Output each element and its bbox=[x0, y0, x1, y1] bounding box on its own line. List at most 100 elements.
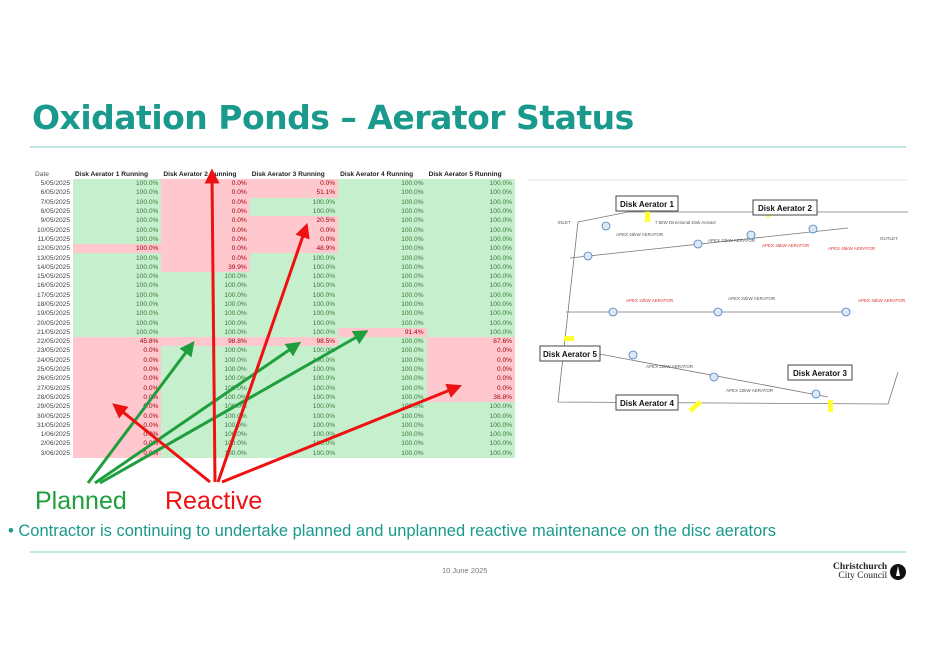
apex-label: APEX 22kW AERATOR bbox=[728, 296, 776, 301]
column-header: Disk Aerator 1 Running bbox=[75, 171, 149, 178]
status-cell: 100.0% bbox=[426, 253, 515, 263]
reactive-arrow bbox=[221, 383, 462, 484]
pond-site-map: INLET OUTLET 7.5kW Directional Disk Aera… bbox=[528, 179, 908, 413]
status-cell: 0.0% bbox=[161, 179, 250, 189]
bullet-point: • Contractor is continuing to undertake … bbox=[8, 522, 777, 540]
date-cell: 16/05/2025 bbox=[33, 281, 73, 291]
status-cell: 45.8% bbox=[73, 337, 162, 347]
apex-label: APEX 22kW AERATOR bbox=[708, 238, 756, 243]
status-cell: 100.0% bbox=[249, 290, 339, 300]
status-cell: 100.0% bbox=[249, 402, 339, 412]
status-cell: 100.0% bbox=[249, 318, 339, 328]
status-cell: 100.0% bbox=[426, 402, 515, 412]
status-cell: 100.0% bbox=[426, 271, 515, 282]
date-cell: 1/06/2025 bbox=[33, 430, 73, 440]
planned-arrow bbox=[86, 341, 195, 484]
status-cell: 36.8% bbox=[426, 392, 515, 403]
status-cell: 0.0% bbox=[161, 188, 250, 198]
status-cell: 100.0% bbox=[161, 281, 250, 291]
date-cell: 15/05/2025 bbox=[33, 271, 73, 282]
apex-label: APEX 45kW AERATOR bbox=[828, 246, 876, 251]
title-divider bbox=[30, 146, 906, 148]
status-cell: 0.0% bbox=[426, 346, 515, 356]
apex-label: APEX 45kW AERATOR bbox=[858, 298, 906, 303]
status-cell: 100.0% bbox=[161, 299, 250, 310]
status-cell: 100.0% bbox=[249, 364, 339, 375]
status-cell: 100.0% bbox=[73, 188, 162, 198]
status-cell: 100.0% bbox=[73, 253, 162, 263]
status-cell: 100.0% bbox=[338, 234, 427, 245]
status-cell: 0.0% bbox=[73, 374, 162, 384]
apex-label: APEX 22kW AERATOR bbox=[726, 388, 774, 393]
status-cell: 100.0% bbox=[426, 197, 515, 207]
status-cell: 0.0% bbox=[249, 225, 339, 235]
status-cell: 100.0% bbox=[249, 309, 339, 319]
planned-arrow bbox=[94, 341, 302, 485]
status-cell: 100.0% bbox=[338, 244, 427, 254]
status-cell: 100.0% bbox=[426, 327, 515, 338]
status-cell: 100.0% bbox=[73, 299, 162, 310]
status-cell: 0.0% bbox=[161, 234, 250, 245]
status-cell: 0.0% bbox=[426, 383, 515, 393]
bullet-text: Contractor is continuing to undertake pl… bbox=[18, 522, 777, 540]
status-cell: 100.0% bbox=[426, 244, 515, 254]
status-cell: 100.0% bbox=[426, 216, 515, 226]
status-cell: 100.0% bbox=[249, 392, 339, 403]
date-cell: 12/05/2025 bbox=[33, 244, 73, 254]
date-cell: 30/05/2025 bbox=[33, 411, 73, 421]
status-cell: 0.0% bbox=[426, 374, 515, 384]
status-cell: 100.0% bbox=[249, 281, 339, 291]
status-cell: 100.0% bbox=[426, 448, 515, 458]
column-header: Disk Aerator 4 Running bbox=[340, 171, 414, 178]
status-cell: 0.0% bbox=[73, 364, 162, 375]
status-cell: 100.0% bbox=[73, 216, 162, 226]
status-cell: 48.9% bbox=[249, 244, 339, 254]
reactive-arrow bbox=[216, 222, 310, 483]
callout-disk-aerator-5: Disk Aerator 5 bbox=[543, 350, 598, 359]
status-cell: 100.0% bbox=[73, 327, 162, 338]
status-cell: 100.0% bbox=[426, 262, 515, 272]
date-cell: 29/05/2025 bbox=[33, 402, 73, 412]
status-cell: 100.0% bbox=[426, 411, 515, 421]
status-cell: 100.0% bbox=[161, 364, 250, 375]
column-header: Disk Aerator 3 Running bbox=[251, 171, 325, 178]
status-cell: 100.0% bbox=[338, 439, 427, 449]
status-cell: 100.0% bbox=[426, 179, 515, 189]
status-cell: 100.0% bbox=[426, 234, 515, 245]
date-cell: 25/05/2025 bbox=[33, 364, 73, 375]
status-cell: 100.0% bbox=[338, 216, 427, 226]
callout-disk-aerator-4: Disk Aerator 4 bbox=[620, 399, 675, 408]
status-cell: 100.0% bbox=[249, 411, 339, 421]
status-cell: 0.0% bbox=[161, 253, 250, 263]
status-cell: 100.0% bbox=[338, 299, 427, 310]
status-cell: 100.0% bbox=[161, 374, 250, 384]
status-cell: 100.0% bbox=[338, 392, 427, 403]
status-cell: 100.0% bbox=[161, 411, 250, 421]
status-cell: 100.0% bbox=[426, 430, 515, 440]
date-cell: 13/05/2025 bbox=[33, 253, 73, 263]
outlet-label: OUTLET bbox=[880, 236, 898, 241]
date-cell: 21/05/2025 bbox=[33, 327, 73, 338]
status-cell: 100.0% bbox=[426, 420, 515, 431]
status-cell: 100.0% bbox=[73, 262, 162, 272]
status-cell: 0.0% bbox=[426, 355, 515, 365]
date-cell: 10/05/2025 bbox=[33, 225, 73, 235]
status-cell: 100.0% bbox=[338, 253, 427, 263]
status-cell: 100.0% bbox=[249, 206, 339, 217]
status-cell: 100.0% bbox=[338, 383, 427, 393]
status-cell: 100.0% bbox=[338, 188, 427, 198]
status-cell: 100.0% bbox=[338, 337, 427, 347]
status-cell: 100.0% bbox=[338, 225, 427, 235]
footer-divider bbox=[30, 551, 906, 553]
status-cell: 91.4% bbox=[338, 327, 427, 338]
